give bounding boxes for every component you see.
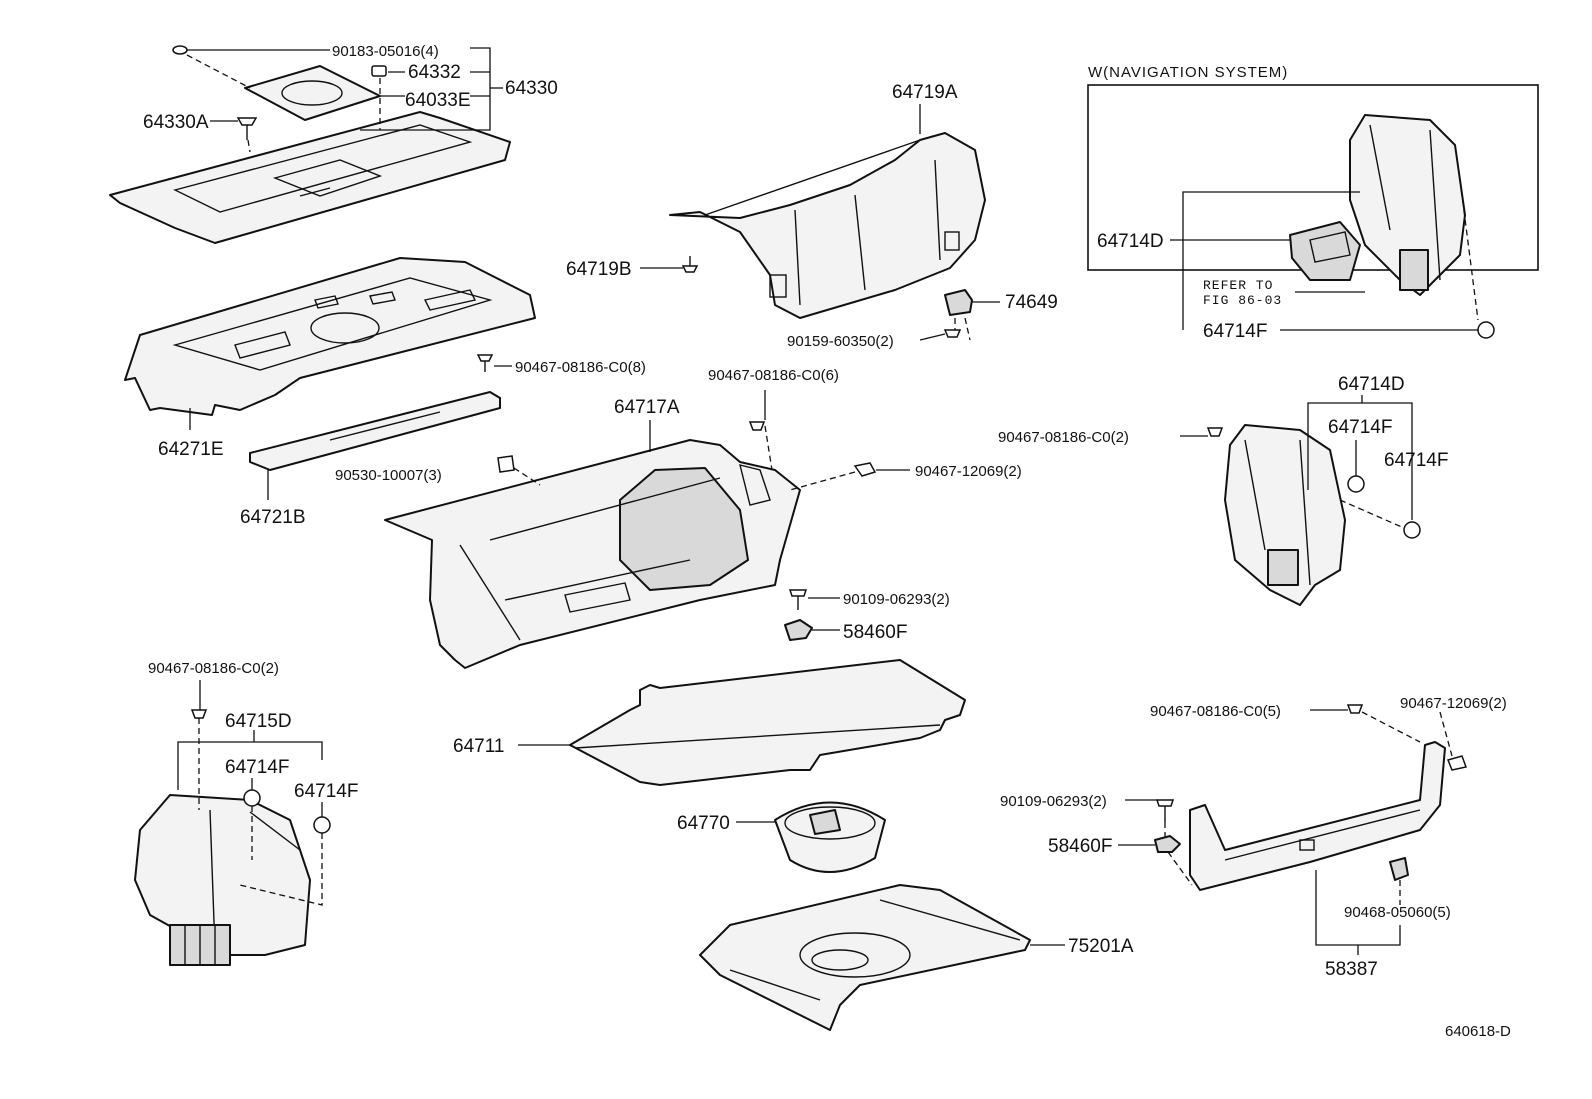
- drawing-number: 640618-D: [1445, 1023, 1511, 1040]
- trunk-side-trim-64717A[interactable]: [384, 439, 801, 669]
- package-tray-trim-64330[interactable]: [109, 111, 511, 244]
- side-trim-64715D[interactable]: [134, 794, 311, 966]
- inset-navigation-unit-64714D[interactable]: [1289, 221, 1361, 281]
- clip-64332: [371, 65, 387, 77]
- inset-side-trim[interactable]: [1349, 114, 1466, 296]
- label-64719A: 64719A: [892, 82, 958, 103]
- label-90467-08186-C0-6: 90467-08186-C0(6): [708, 367, 839, 384]
- label-90467-08186-C0-2-b: 90467-08186-C0(2): [998, 429, 1129, 446]
- trunk-mat-64711[interactable]: [569, 659, 966, 786]
- clip-64714F-l1: [243, 789, 261, 807]
- label-90109-06293-a: 90109-06293(2): [843, 591, 950, 608]
- inset-clip-64714F: [1477, 321, 1495, 339]
- label-64714F-inset: 64714F: [1203, 321, 1267, 342]
- clip-64719B: [681, 256, 699, 273]
- label-64330: 64330: [505, 78, 558, 99]
- label-64715D: 64715D: [225, 711, 292, 732]
- rear-trim-58387[interactable]: [1189, 741, 1446, 891]
- label-64271E: 64271E: [158, 439, 224, 460]
- label-64330A: 64330A: [143, 112, 209, 133]
- clip-64330A: [236, 117, 258, 140]
- label-64714F-r2: 64714F: [1384, 450, 1448, 471]
- label-64717A: 64717A: [614, 397, 680, 418]
- label-64711: 64711: [453, 736, 504, 757]
- label-64714D-inset: 64714D: [1097, 231, 1164, 252]
- clip-90467-08186-C0-2-a: [190, 709, 208, 719]
- clip-90467-12069-b: [1446, 755, 1467, 771]
- refer-to-line2: FIG 86-03: [1203, 293, 1282, 308]
- label-58387: 58387: [1325, 959, 1378, 980]
- label-64721B: 64721B: [240, 507, 306, 528]
- label-90530-10007: 90530-10007(3): [335, 467, 442, 484]
- label-90183-05016: 90183-05016(4): [332, 43, 439, 60]
- label-64714F-r1: 64714F: [1328, 417, 1392, 438]
- clip-64714F-l2: [313, 816, 331, 834]
- label-90468-05060: 90468-05060(5): [1344, 904, 1451, 921]
- clip-90183-05016: [172, 45, 188, 55]
- nut-58460F-b: [1154, 835, 1181, 853]
- label-64719B: 64719B: [566, 259, 632, 280]
- label-90467-08186-C0-2-a: 90467-08186-C0(2): [148, 660, 279, 677]
- label-74649: 74649: [1005, 292, 1058, 313]
- nut-58460F-a: [784, 619, 813, 641]
- label-90467-12069-b: 90467-12069(2): [1400, 695, 1507, 712]
- clip-64714F-r1: [1347, 475, 1365, 493]
- bracket-74649: [944, 289, 973, 316]
- luggage-trim-64719A[interactable]: [669, 132, 986, 319]
- label-64770: 64770: [677, 813, 730, 834]
- label-64714D-right: 64714D: [1338, 374, 1405, 395]
- panel-64271E[interactable]: [124, 257, 536, 416]
- clip-90467-08186-C0-2-b: [1206, 427, 1224, 437]
- clip-90468-05060: [1389, 857, 1409, 881]
- clip-90467-08186-C0-8: [476, 354, 494, 372]
- bolt-90109-06293-a: [788, 589, 808, 610]
- label-64332: 64332: [408, 62, 461, 83]
- label-90109-06293-b: 90109-06293(2): [1000, 793, 1107, 810]
- clip-90467-08186-C0-5: [1346, 704, 1364, 714]
- label-64033E: 64033E: [405, 90, 471, 111]
- clip-90467-12069-a: [853, 462, 877, 477]
- clip-90159-60350: [943, 329, 962, 338]
- label-58460F-a: 58460F: [843, 622, 907, 643]
- tool-tray-64770[interactable]: [774, 801, 886, 873]
- inset-title: W(NAVIGATION SYSTEM): [1088, 64, 1288, 81]
- clip-90467-08186-C0-6: [748, 421, 766, 431]
- clip-90530-10007: [497, 455, 515, 473]
- refer-to-line1: REFER TO: [1203, 278, 1273, 293]
- spare-tire-cover-75201A[interactable]: [699, 884, 1031, 1031]
- label-58460F-b: 58460F: [1048, 836, 1112, 857]
- label-90467-08186-C0-5: 90467-08186-C0(5): [1150, 703, 1281, 720]
- bolt-90109-06293-b: [1155, 799, 1175, 822]
- label-90467-12069-a: 90467-12069(2): [915, 463, 1022, 480]
- side-trim-64714D[interactable]: [1224, 424, 1346, 606]
- label-90159-60350: 90159-60350(2): [787, 333, 894, 350]
- label-64714F-l2: 64714F: [294, 781, 358, 802]
- clip-64714F-r2: [1403, 521, 1421, 539]
- speaker-cover-64033E[interactable]: [244, 65, 381, 121]
- label-75201A: 75201A: [1068, 936, 1134, 957]
- label-90467-08186-C0-8: 90467-08186-C0(8): [515, 359, 646, 376]
- label-64714F-l1: 64714F: [225, 757, 289, 778]
- trim-strip-64721B[interactable]: [249, 391, 501, 471]
